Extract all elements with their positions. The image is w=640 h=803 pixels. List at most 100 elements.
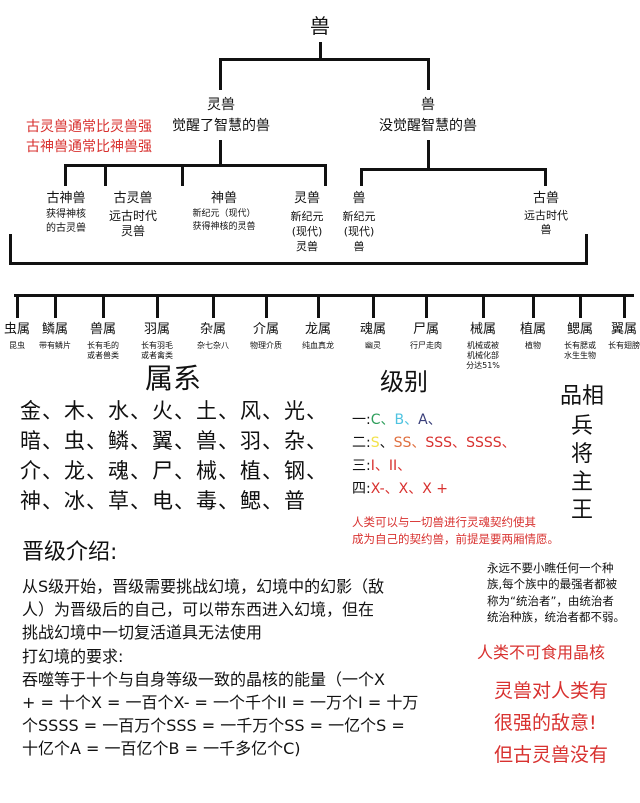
category-desc: 长有翅膀 [608,341,640,350]
ruler-note-line: 族,每个族中的最强者都被 [487,577,618,592]
connector [585,234,588,265]
rank-item: 将 [570,442,594,467]
connector [360,168,547,171]
attribute-row: 神、冰、草、电、毒、鳃、普 [20,489,306,513]
category-name: 植属 [519,322,547,337]
category-name: 兽属 [89,322,117,337]
connector [219,58,430,61]
level-row: 一:C、B、A、 [352,412,442,429]
connector [427,58,430,90]
connector [360,168,363,186]
node-desc: 远古时代 [108,209,158,223]
attributes-title: 属系 [145,362,202,395]
rank-item: 兵 [570,414,594,439]
connector [372,294,375,318]
node-ancient-beast: 古兽 [532,191,560,206]
red-note: 人类不可食用晶核 [477,643,606,662]
node-modern-beast: 兽 [352,191,366,206]
level-label: 二: [352,435,371,451]
connector [181,164,184,186]
connector [532,294,535,318]
promotion-line: 从S级开始，晋级需要挑战幻境，幻境中的幻影（敌 [22,577,385,596]
connector [9,262,588,265]
level-grade: C、 [370,412,395,428]
category-desc: 或者兽类 [87,351,119,360]
level-grade: B、 [394,412,419,428]
connector [64,164,326,167]
node-desc: (现代) [343,225,375,238]
connector [427,140,430,170]
red-note: 古灵兽通常比灵兽强 [26,119,152,135]
category-name: 鳞属 [41,322,69,337]
category-desc: 长有腮或 [564,341,596,350]
attribute-row: 金、木、水、火、土、风、光、 [20,399,328,423]
attribute-row: 暗、虫、鳞、翼、兽、羽、杂、 [20,429,328,453]
node-desc: 兽 [353,240,365,253]
category-name: 鳃属 [566,322,594,337]
level-grade: X-、X、X + [370,481,449,497]
ruler-note-line: 永远不要小瞧任何一个种 [487,561,614,575]
level-grade: 、 [379,435,394,451]
category-desc: 带有鳞片 [39,341,71,350]
connector [219,140,222,166]
category-desc: 长有羽毛 [141,341,173,350]
red-note: 古神兽通常比神兽强 [26,139,152,155]
category-desc: 幽灵 [365,341,381,350]
node-desc: 新纪元 [290,210,324,223]
category-name: 羽属 [143,322,171,337]
level-grade: SS、 [393,435,426,451]
category-name: 魂属 [359,322,387,337]
ruler-note: 永远不要小瞧任何一个种 族,每个族中的最强者都被 称为“统治者”，由统治者 统治… [487,560,625,625]
category-desc: 纯血真龙 [302,341,334,350]
level-grade: S [370,435,380,451]
contract-note: 成为自己的契约兽，前提是要两厢情愿。 [352,532,559,546]
node-ancient-god-beast: 古神兽 [46,191,86,206]
promotion-line: 挑战幻境中一切复活道具无法使用 [22,623,263,643]
connector [544,168,547,186]
level-row: 二:S、SS、SSS、SSSS、 [352,435,516,452]
level-label: 三: [352,458,371,474]
category-name: 翼属 [610,322,638,337]
connector [324,164,327,186]
category-name: 虫属 [3,322,31,337]
level-grade: I、II、 [370,458,412,474]
node-desc: 获得神核的灵兽 [192,222,256,232]
level-grade: A、 [418,412,442,428]
node-desc: 灵兽 [120,224,146,238]
red-note: 但古灵兽没有 [494,744,609,766]
ranks-title: 品相 [559,384,605,409]
ruler-note-line: 称为“统治者”，由统治者 [487,593,614,608]
promotion-line: 人）为晋级后的自己，可以带东西进入幻境，但在 [22,600,375,620]
connector [482,294,485,318]
connector [156,294,159,318]
category-desc: 机械或被 [467,341,499,350]
promotion-line: 吞噬等于十个与自身等级一致的晶核的能量（一个X [22,669,385,689]
level-grade: SSS、 [425,435,467,451]
level-row: 四:X-、X、X + [352,481,448,498]
level-row: 三:I、II、 [352,458,411,475]
level-grade: SSSS、 [466,435,516,451]
category-name: 尸属 [412,322,440,337]
connector [14,294,634,297]
node-desc: 新纪元（现代） [192,209,256,219]
node-modern-spirit-beast: 灵兽 [293,191,321,206]
connector [219,58,222,90]
node-god-beast: 神兽 [210,191,238,206]
category-desc: 机械化部 [467,351,499,360]
category-name: 杂属 [199,322,227,337]
category-desc: 分达51% [466,361,500,370]
category-desc: 长有毛的 [87,341,119,350]
rank-item: 王 [570,498,594,523]
promotion-text: 从S级开始，晋级需要挑战幻境，幻境中的幻影（敌人）为晋级后的自己，可以带东西进入… [22,575,418,761]
node-beast: 兽 [421,97,435,113]
connector [319,42,322,60]
connector [54,294,57,318]
node-desc: 新纪元 [342,210,376,223]
connector [16,294,19,318]
level-label: 一: [352,412,371,428]
connector [317,294,320,318]
connector [579,294,582,318]
level-label: 四: [352,481,371,497]
root-node: 兽 [310,14,330,38]
